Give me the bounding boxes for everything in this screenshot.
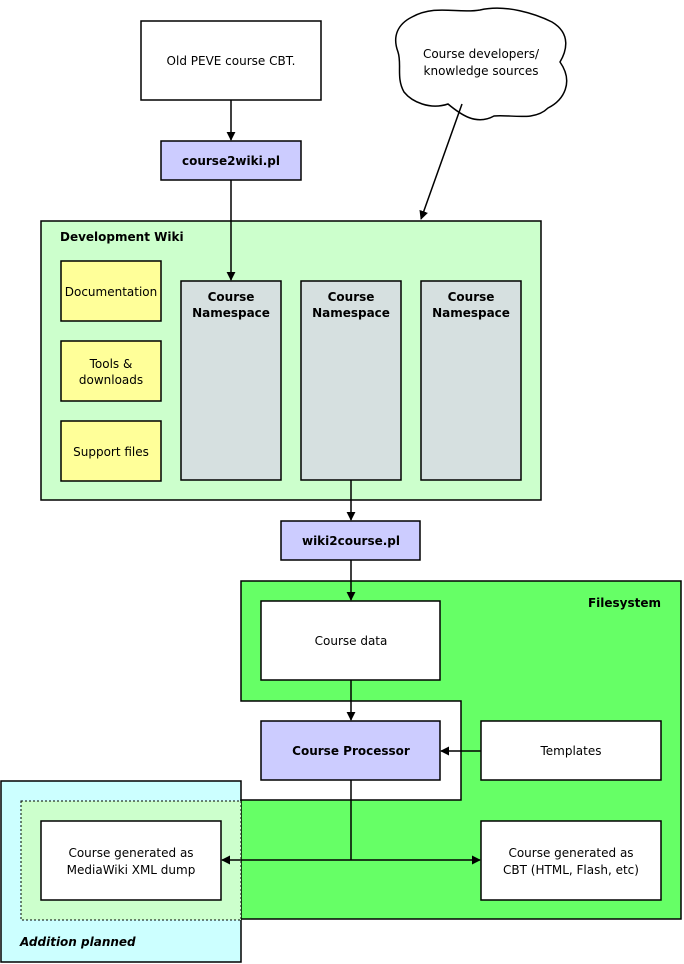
xml-dump-line2: MediaWiki XML dump [67,863,196,877]
namespace-1-line2: Namespace [192,306,270,320]
templates-label: Templates [539,744,601,758]
developers-label-line2: knowledge sources [424,64,539,78]
namespace-3-line1: Course [448,290,495,304]
course-processor-label: Course Processor [292,744,410,758]
cbt-output-line2: CBT (HTML, Flash, etc) [503,863,639,877]
xml-dump-line1: Course generated as [68,846,193,860]
support-files-box [60,420,162,482]
wiki2course-label: wiki2course.pl [302,534,400,548]
documentation-box [60,260,162,322]
development-wiki-title: Development Wiki [60,230,184,244]
old-cbt-box [140,20,322,101]
namespace-3-line2: Namespace [432,306,510,320]
developers-cloud [394,7,568,121]
course-namespace-2 [300,280,402,481]
developers-label-line1: Course developers/ [423,47,540,61]
namespace-2-line2: Namespace [312,306,390,320]
old-cbt-label: Old PEVE course CBT. [167,54,296,68]
course-namespace-1 [180,280,282,481]
namespace-2-line1: Course [328,290,375,304]
namespace-1-line1: Course [208,290,255,304]
xml-dump-box [40,820,222,901]
arrow-developers-to-wiki [419,103,463,220]
tools-label-line1: Tools & [89,357,133,371]
course-processor-box [260,720,441,781]
filesystem-title: Filesystem [588,596,661,610]
documentation-label: Documentation [65,285,158,299]
cbt-output-box [480,820,662,901]
tools-label-line2: downloads [79,373,143,387]
addition-planned-label: Addition planned [19,935,136,949]
course2wiki-label: course2wiki.pl [182,154,280,168]
cbt-output-line1: Course generated as [508,846,633,860]
support-files-label: Support files [73,445,149,459]
course-data-label: Course data [315,634,388,648]
course-data-box [260,600,441,681]
course-namespace-3 [420,280,522,481]
tools-box [60,340,162,402]
